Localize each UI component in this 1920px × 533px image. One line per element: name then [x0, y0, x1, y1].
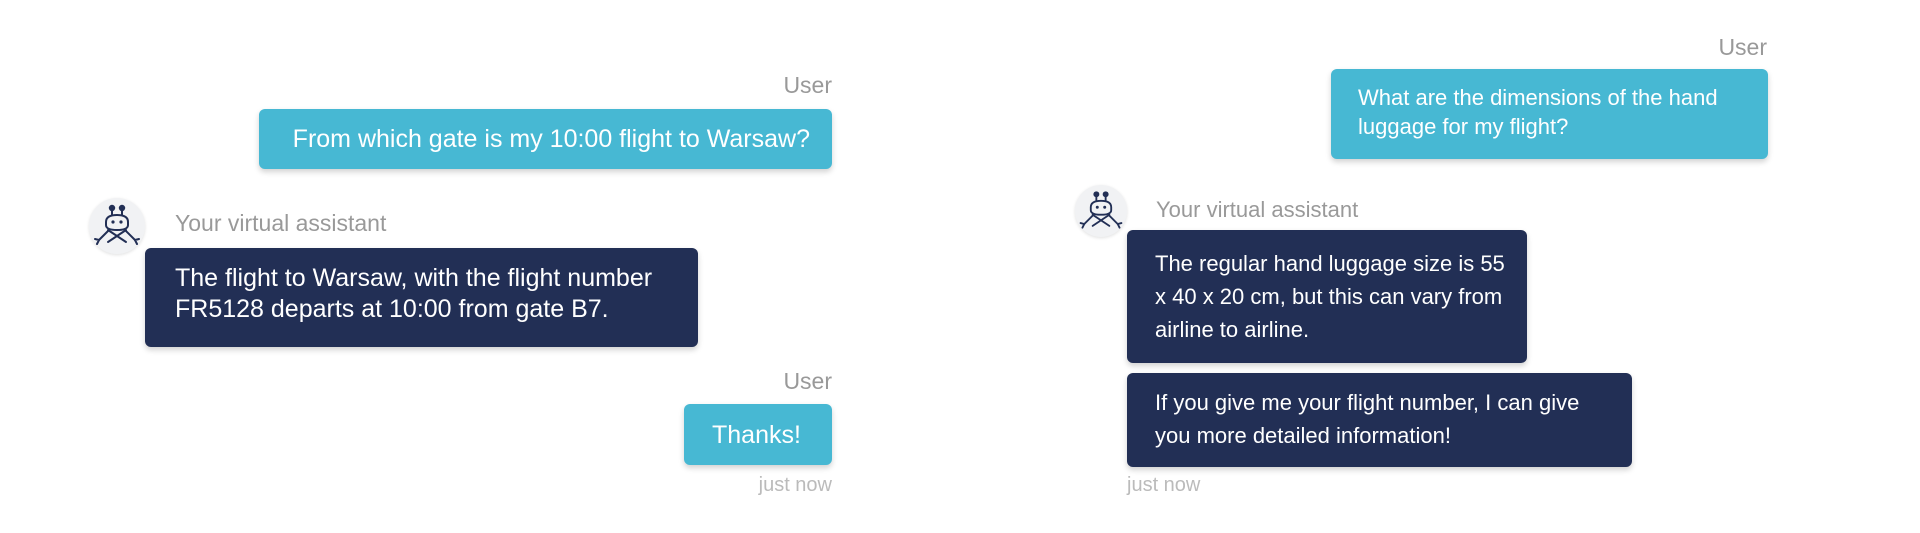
assistant-message-text: The flight to Warsaw, with the flight nu… [175, 264, 653, 323]
assistant-label: Your virtual assistant [175, 210, 387, 236]
assistant-message-bubble: The regular hand luggage size is 55 x 40… [1127, 230, 1527, 363]
user-label: User [1718, 34, 1767, 60]
robot-avatar-icon [1079, 191, 1123, 229]
assistant-avatar [89, 198, 145, 254]
assistant-message-bubble: If you give me your flight number, I can… [1127, 373, 1632, 467]
assistant-avatar [1075, 185, 1127, 237]
robot-avatar-icon [94, 204, 140, 245]
user-label: User [783, 368, 832, 394]
user-message-text: What are the dimensions of the hand lugg… [1358, 85, 1718, 139]
assistant-label: Your virtual assistant [1156, 197, 1359, 222]
user-message-bubble: Thanks! [684, 404, 832, 465]
user-message-text: Thanks! [712, 421, 801, 449]
assistant-message-text: If you give me your flight number, I can… [1155, 390, 1580, 448]
user-message-bubble: What are the dimensions of the hand lugg… [1331, 69, 1768, 159]
user-label: User [783, 72, 832, 98]
user-message-text: From which gate is my 10:00 flight to Wa… [292, 125, 810, 153]
assistant-message-bubble: The flight to Warsaw, with the flight nu… [145, 248, 698, 347]
user-message-bubble: From which gate is my 10:00 flight to Wa… [259, 109, 832, 169]
assistant-message-text: The regular hand luggage size is 55 x 40… [1155, 251, 1505, 342]
message-timestamp: just now [758, 474, 832, 496]
message-timestamp: just now [1127, 474, 1201, 496]
